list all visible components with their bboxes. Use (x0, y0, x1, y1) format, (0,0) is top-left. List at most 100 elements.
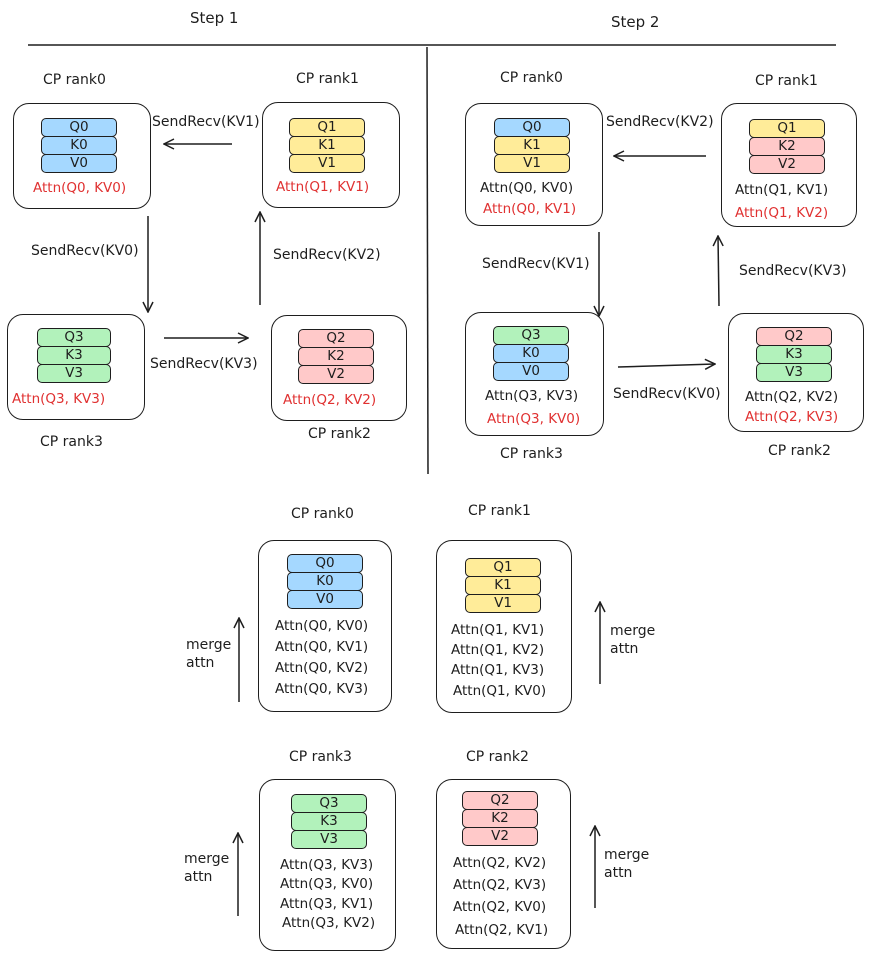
step1-sendrecv-kv1: SendRecv(KV1) (152, 114, 260, 130)
attn-line: Attn(Q1, KV2) (451, 642, 545, 658)
step2-rank3-card: Q3 K0 V0 Attn(Q3, KV3) Attn(Q3, KV0) (465, 312, 604, 436)
v0-chip: V0 (287, 590, 363, 609)
attn-line: Attn(Q2, KV3) (745, 409, 839, 425)
q2-chip: Q2 (756, 327, 832, 346)
k0-chip: K0 (41, 136, 117, 155)
v1-chip: V1 (289, 154, 365, 173)
step2-rank2-title: CP rank2 (768, 443, 831, 459)
final-rank3-title: CP rank3 (289, 749, 352, 765)
final-rank2-title: CP rank2 (466, 749, 529, 765)
v1-chip: V1 (494, 154, 570, 173)
final-rank0-title: CP rank0 (291, 506, 354, 522)
step1-sendrecv-kv3: SendRecv(KV3) (150, 356, 258, 372)
step2-arrow-rank2-to-rank1 (718, 236, 719, 307)
k2-chip: K2 (749, 137, 825, 156)
v2-chip: V2 (462, 827, 538, 846)
k1-chip: K1 (494, 136, 570, 155)
q1-chip: Q1 (749, 119, 825, 138)
step2-rank1-title: CP rank1 (755, 73, 818, 89)
k2-chip: K2 (298, 347, 374, 366)
step2-sendrecv-kv2: SendRecv(KV2) (606, 114, 714, 130)
attn-line: Attn(Q1, KV3) (451, 662, 545, 678)
attn-line: Attn(Q1, KV0) (453, 683, 547, 699)
final-rank1-card: Q1 K1 V1 Attn(Q1, KV1) Attn(Q1, KV2) Att… (436, 540, 572, 713)
step1-sendrecv-kv0: SendRecv(KV0) (31, 243, 139, 259)
attn-line: Attn(Q1, KV1) (735, 182, 829, 198)
step1-rank3-title: CP rank3 (40, 434, 103, 450)
k3-chip: K3 (756, 345, 832, 364)
merge-label-rank1: merge attn (610, 623, 656, 657)
attn-line: Attn(Q0, KV0) (33, 180, 127, 196)
q0-chip: Q0 (494, 118, 570, 137)
attn-line: Attn(Q1, KV1) (451, 622, 545, 638)
attn-line: Attn(Q0, KV2) (275, 660, 369, 676)
step1-label: Step 1 (190, 9, 239, 27)
k0-chip: K0 (287, 572, 363, 591)
final-rank2-card: Q2 K2 V2 Attn(Q2, KV2) Attn(Q2, KV3) Att… (436, 779, 571, 949)
q2-chip: Q2 (298, 329, 374, 348)
v3-chip: V3 (291, 830, 367, 849)
final-rank3-card: Q3 K3 V3 Attn(Q3, KV3) Attn(Q3, KV0) Att… (259, 779, 396, 951)
step1-sendrecv-kv2: SendRecv(KV2) (273, 247, 381, 263)
k3-chip: K3 (37, 346, 111, 365)
final-rank1-title: CP rank1 (468, 503, 531, 519)
v1-chip: V1 (465, 594, 541, 613)
merge-label-rank0: merge attn (186, 637, 232, 671)
step2-rank0-title: CP rank0 (500, 70, 563, 86)
attn-line: Attn(Q0, KV3) (275, 681, 369, 697)
v3-chip: V3 (37, 364, 111, 383)
step2-rank0-card: Q0 K1 V1 Attn(Q0, KV0) Attn(Q0, KV1) (465, 103, 603, 226)
attn-line: Attn(Q2, KV2) (283, 392, 377, 408)
v3-chip: V3 (756, 363, 832, 382)
attn-line: Attn(Q0, KV0) (480, 180, 574, 196)
k1-chip: K1 (289, 136, 365, 155)
step1-rank2-card: Q2 K2 V2 Attn(Q2, KV2) (271, 315, 407, 421)
step2-rank1-card: Q1 K2 V2 Attn(Q1, KV1) Attn(Q1, KV2) (721, 103, 857, 227)
k0-chip: K0 (493, 344, 569, 363)
v2-chip: V2 (298, 365, 374, 384)
attn-line: Attn(Q3, KV3) (485, 388, 579, 404)
attn-line: Attn(Q2, KV1) (455, 922, 549, 938)
q3-chip: Q3 (291, 794, 367, 813)
step1-rank0-title: CP rank0 (43, 72, 106, 88)
k1-chip: K1 (465, 576, 541, 595)
q1-chip: Q1 (289, 118, 365, 137)
final-rank0-card: Q0 K0 V0 Attn(Q0, KV0) Attn(Q0, KV1) Att… (258, 540, 392, 712)
k3-chip: K3 (291, 812, 367, 831)
attn-line: Attn(Q2, KV2) (453, 855, 547, 871)
attn-line: Attn(Q3, KV2) (282, 915, 376, 931)
step1-rank3-card: Q3 K3 V3 Attn(Q3, KV3) (7, 314, 145, 420)
q3-chip: Q3 (37, 328, 111, 347)
attn-line: Attn(Q0, KV1) (483, 201, 577, 217)
step1-rank1-title: CP rank1 (296, 71, 359, 87)
step2-rank3-title: CP rank3 (500, 446, 563, 462)
step1-rank2-title: CP rank2 (308, 426, 371, 442)
attn-line: Attn(Q3, KV3) (280, 857, 374, 873)
merge-label-rank3: merge attn (184, 851, 230, 885)
attn-line: Attn(Q2, KV0) (453, 899, 547, 915)
attn-line: Attn(Q3, KV3) (12, 391, 106, 407)
step2-sendrecv-kv0: SendRecv(KV0) (613, 386, 721, 402)
attn-line: Attn(Q0, KV0) (275, 618, 369, 634)
attn-line: Attn(Q1, KV1) (276, 179, 370, 195)
step2-arrow-rank3-to-rank2 (617, 364, 715, 367)
q3-chip: Q3 (493, 326, 569, 345)
step2-label: Step 2 (611, 13, 660, 31)
q0-chip: Q0 (41, 118, 117, 137)
merge-label-rank2: merge attn (604, 847, 650, 881)
attn-line: Attn(Q3, KV0) (487, 411, 581, 427)
step2-sendrecv-kv3: SendRecv(KV3) (739, 263, 847, 279)
attn-line: Attn(Q3, KV1) (280, 896, 374, 912)
attn-line: Attn(Q2, KV2) (745, 389, 839, 405)
q2-chip: Q2 (462, 791, 538, 810)
attn-line: Attn(Q0, KV1) (275, 639, 369, 655)
step-divider-line (426, 46, 429, 475)
v2-chip: V2 (749, 155, 825, 174)
step1-rank0-card: Q0 K0 V0 Attn(Q0, KV0) (13, 103, 151, 209)
q1-chip: Q1 (465, 558, 541, 577)
attn-line: Attn(Q1, KV2) (735, 205, 829, 221)
step2-rank2-card: Q2 K3 V3 Attn(Q2, KV2) Attn(Q2, KV3) (728, 313, 864, 432)
v0-chip: V0 (41, 154, 117, 173)
v0-chip: V0 (493, 362, 569, 381)
